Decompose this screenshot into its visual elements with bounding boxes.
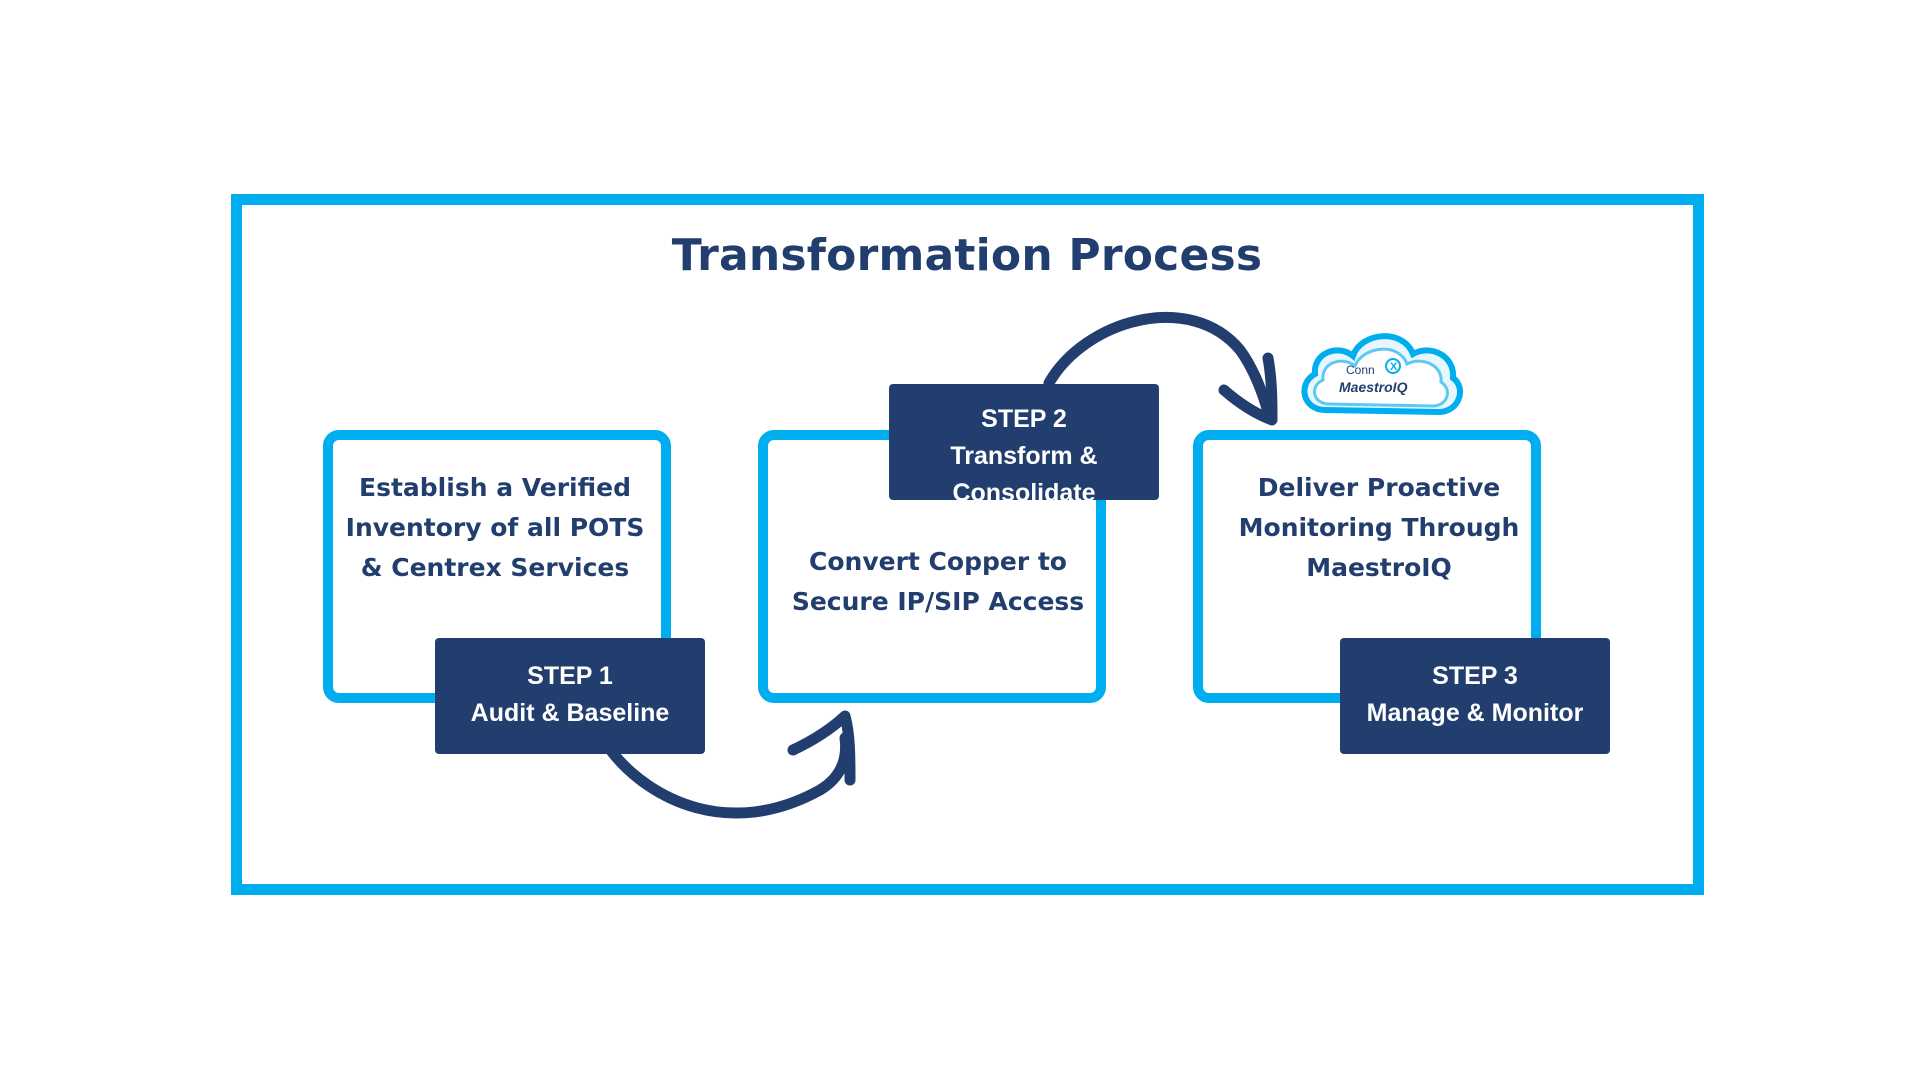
step-1-label-number: STEP 1 xyxy=(527,662,613,690)
logo-brand-text: Conn xyxy=(1346,363,1375,377)
cloud-icon xyxy=(1301,333,1463,416)
step-2-label-name-line-1: Transform & xyxy=(950,442,1098,470)
step-2-description-line-1: Convert Copper to xyxy=(809,547,1067,576)
step-2-label: STEP 2 Transform & Consolidate xyxy=(889,384,1159,507)
logo-product-text: MaestroIQ xyxy=(1339,379,1408,395)
step-3-description: Deliver Proactive Monitoring Through Mae… xyxy=(1209,468,1549,588)
step-3-label-name: Manage & Monitor xyxy=(1366,699,1584,727)
step-3-description-line-2: Monitoring Through xyxy=(1238,513,1520,542)
step-3-description-line-1: Deliver Proactive xyxy=(1257,473,1501,502)
logo-brand-mark: X xyxy=(1390,361,1398,373)
step-3-description-line-3: MaestroIQ xyxy=(1306,553,1452,582)
maestroiq-cloud-logo: X xyxy=(1301,333,1463,416)
step-1-description-line-2: Inventory of all POTS xyxy=(345,513,645,542)
step-1-label-name: Audit & Baseline xyxy=(470,699,670,727)
step-2-description-line-2: Secure IP/SIP Access xyxy=(791,587,1085,616)
step-1-description: Establish a Verified Inventory of all PO… xyxy=(325,468,665,588)
step-2-description: Convert Copper to Secure IP/SIP Access xyxy=(768,542,1108,622)
step-3-label: STEP 3 Manage & Monitor xyxy=(1340,638,1610,754)
step-2-label-name-line-2: Consolidate xyxy=(952,479,1096,507)
step-1-description-line-1: Establish a Verified xyxy=(359,473,631,502)
step-2-label-number: STEP 2 xyxy=(981,405,1067,433)
outer-frame xyxy=(231,194,1704,895)
step-3-label-number: STEP 3 xyxy=(1432,662,1518,690)
step-1-label: STEP 1 Audit & Baseline xyxy=(435,638,705,754)
step-1-description-line-3: & Centrex Services xyxy=(360,553,630,582)
logo-x-mark-ring xyxy=(1385,358,1401,374)
diagram-title: Transformation Process xyxy=(671,230,1263,281)
